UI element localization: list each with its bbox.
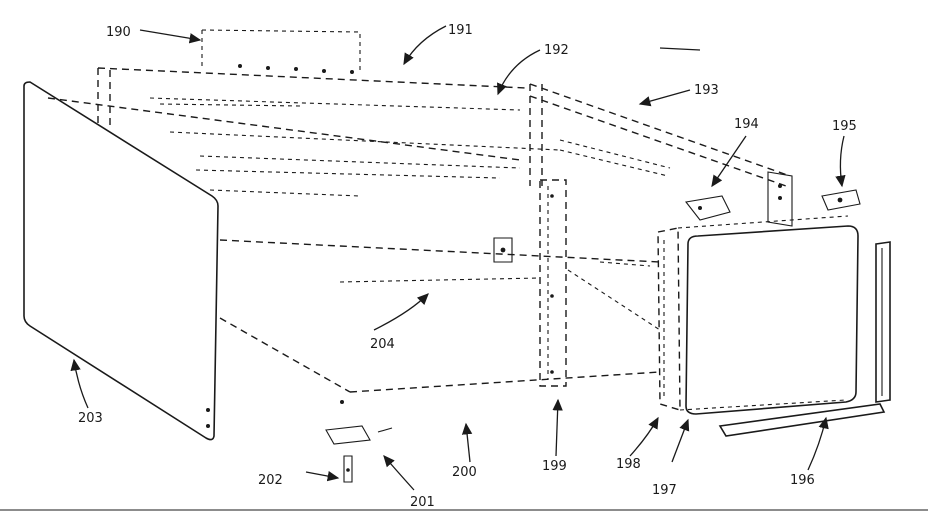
top-rail (529, 83, 793, 227)
left-side-panel (23, 81, 219, 441)
vertical-channel (539, 179, 567, 387)
callout-191: 191 (448, 23, 473, 38)
callout-196: 196 (790, 473, 815, 488)
door-panel (677, 215, 859, 415)
door-frame (657, 227, 681, 411)
callout-204: 204 (370, 337, 395, 352)
callout-195: 195 (832, 119, 857, 134)
callout-labels: 190 191 192 193 194 195 196 197 198 199 … (78, 23, 857, 510)
callout-190: 190 (106, 25, 131, 40)
callout-200: 200 (452, 465, 477, 480)
callout-194: 194 (734, 117, 759, 132)
door-trim (718, 241, 891, 437)
callout-193: 193 (694, 83, 719, 98)
rear-frame (97, 29, 527, 130)
bracket (684, 195, 731, 221)
callout-201: 201 (410, 495, 435, 510)
callout-192: 192 (544, 43, 569, 58)
callout-202: 202 (258, 473, 283, 488)
mounting-bracket (493, 237, 513, 263)
callout-197: 197 (652, 483, 677, 498)
hinge (821, 189, 861, 211)
cabinet-body (47, 97, 661, 393)
callout-198: 198 (616, 457, 641, 472)
callout-199: 199 (542, 459, 567, 474)
leader-lines (70, 25, 846, 491)
callout-203: 203 (78, 411, 103, 426)
small-hardware (206, 400, 393, 483)
